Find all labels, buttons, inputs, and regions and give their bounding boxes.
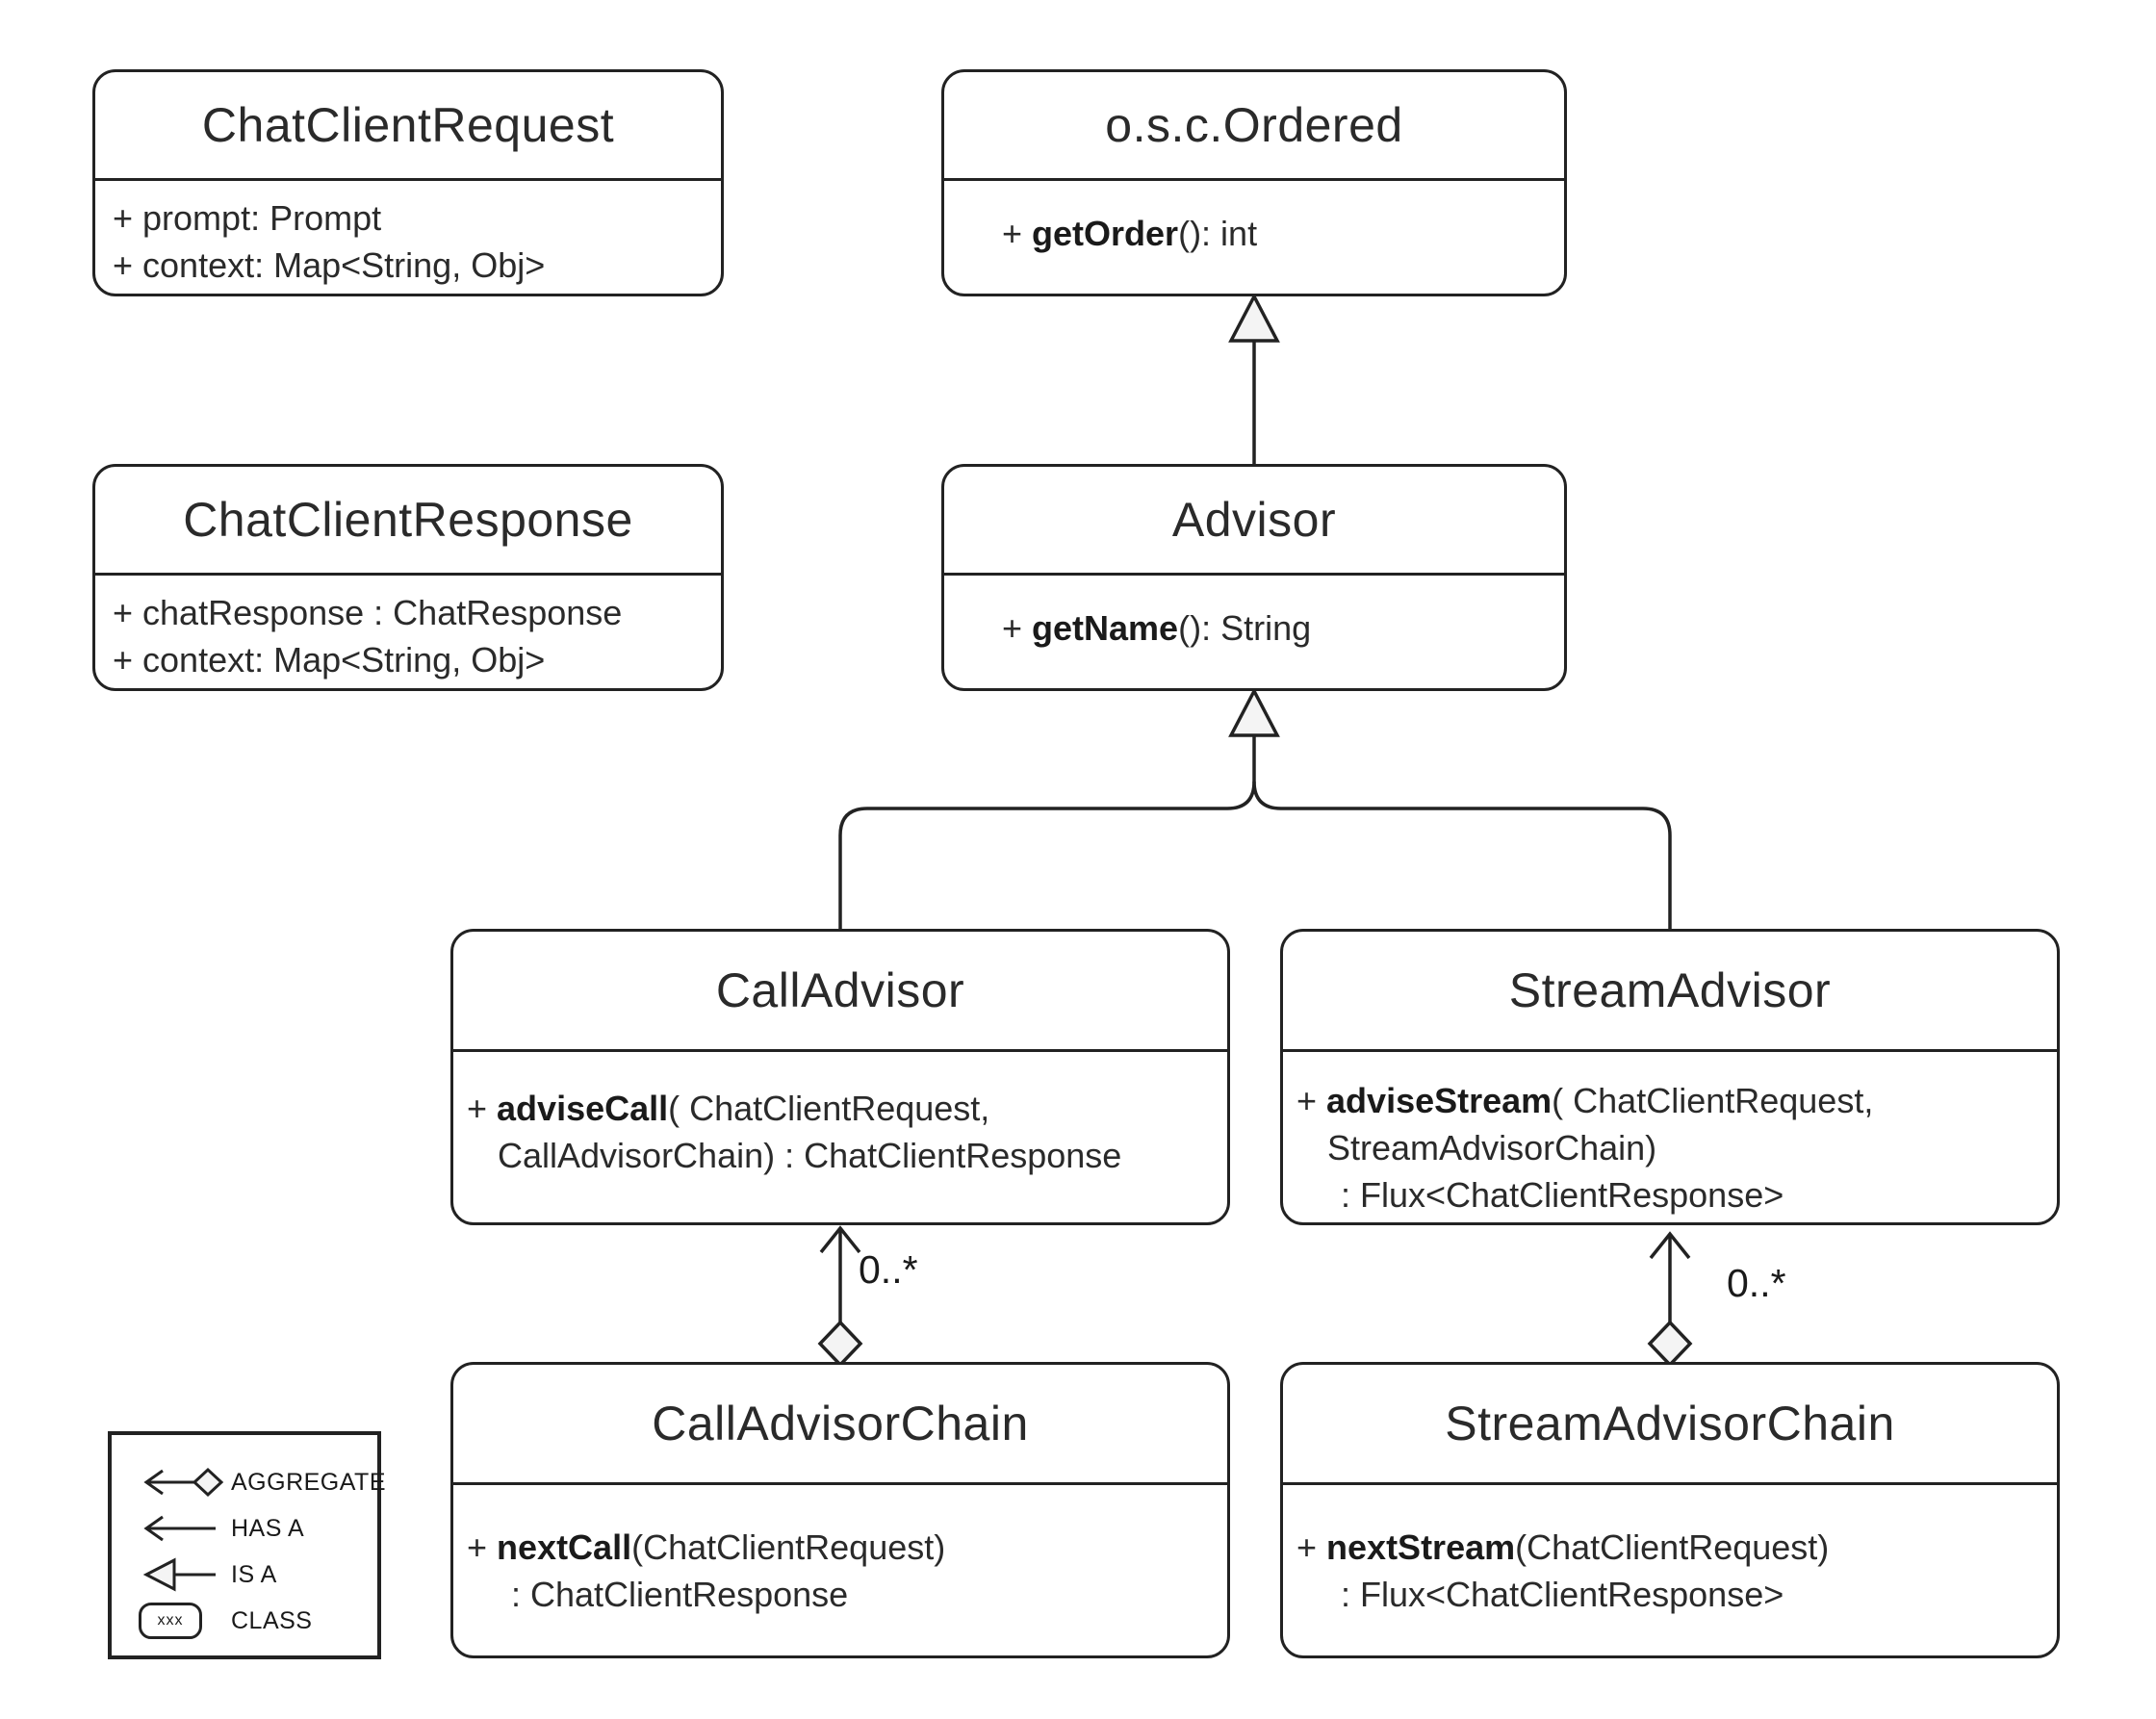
method-suffix: (): String [1178,608,1312,648]
class-methods: + nextStream(ChatClientRequest) : Flux<C… [1283,1485,2057,1618]
aggregation-streamadvisorchain-to-streamadvisor [1647,1231,1693,1368]
fork-branch-right [1252,781,1672,929]
method-prefix: + [467,1527,498,1567]
method-name: getName [1032,608,1179,648]
class-methods: + nextCall(ChatClientRequest) : ChatClie… [453,1485,1227,1618]
class-methods: + getOrder(): int [944,181,1564,257]
class-title: ChatClientResponse [95,467,721,576]
class-box-advisor: Advisor + getName(): String [941,464,1567,691]
method-line: + nextCall(ChatClientRequest) [467,1524,1214,1571]
has-a-arrow-icon [139,1507,231,1550]
method-line: + adviseStream( ChatClientRequest, [1296,1077,2043,1124]
aggregate-diamond-icon [1647,1320,1693,1368]
class-attributes: + chatResponse : ChatResponse + context:… [95,576,721,683]
method-line-continuation: : Flux<ChatClientResponse> [1341,1575,1784,1614]
legend-row-class: xxx CLASS [139,1598,377,1644]
aggregate-arrow-icon [139,1461,231,1503]
method-line: + adviseCall( ChatClientRequest, [467,1085,1214,1132]
class-box-streamadvisorchain: StreamAdvisorChain + nextStream(ChatClie… [1280,1362,2060,1658]
attribute-line: + context: Map<String, Obj> [113,640,546,680]
class-title: CallAdvisor [453,932,1227,1052]
legend-class-symbol-text: xxx [157,1612,184,1629]
is-a-triangle-icon [1228,293,1280,343]
class-title: StreamAdvisorChain [1283,1365,2057,1485]
method-prefix: + [1002,214,1033,253]
legend-row-is-a: IS A [139,1552,377,1598]
class-title: ChatClientRequest [95,72,721,181]
legend-label: IS A [231,1560,277,1588]
method-line-continuation: StreamAdvisorChain) [1327,1128,1657,1167]
class-methods: + getName(): String [944,576,1564,652]
attribute-line: + prompt: Prompt [113,198,382,238]
multiplicity-label-call: 0..* [859,1247,918,1292]
legend-label: HAS A [231,1514,305,1542]
class-box-ordered: o.s.c.Ordered + getOrder(): int [941,69,1567,296]
attribute-line: + chatResponse : ChatResponse [113,593,623,632]
method-prefix: + [1296,1081,1327,1120]
class-box-icon: xxx [139,1603,231,1639]
legend-label: CLASS [231,1606,313,1634]
legend-row-aggregate: AGGREGATE [139,1459,386,1505]
aggregate-diamond-icon [817,1320,863,1368]
method-prefix: + [1296,1527,1327,1567]
fork-branch-left [838,735,1256,929]
method-name: nextStream [1326,1527,1516,1567]
class-box-chatclientresponse: ChatClientResponse + chatResponse : Chat… [92,464,724,691]
method-suffix: (ChatClientRequest) [631,1527,946,1567]
method-prefix: + [467,1089,498,1128]
class-attributes: + prompt: Prompt + context: Map<String, … [95,181,721,289]
legend-row-has-a: HAS A [139,1505,377,1552]
class-title: o.s.c.Ordered [944,72,1564,181]
method-prefix: + [1002,608,1033,648]
method-suffix: ( ChatClientRequest, [1552,1081,1874,1120]
class-title: CallAdvisorChain [453,1365,1227,1485]
is-a-arrow-advisor-to-ordered [1228,293,1280,464]
method-line-continuation: CallAdvisorChain) : ChatClientResponse [498,1136,1122,1175]
method-line-continuation: : Flux<ChatClientResponse> [1341,1175,1784,1215]
is-a-arrow-icon [139,1553,231,1596]
class-box-chatclientrequest: ChatClientRequest + prompt: Prompt + con… [92,69,724,296]
method-name: nextCall [497,1527,632,1567]
method-suffix: (): int [1178,214,1258,253]
class-methods: + adviseCall( ChatClientRequest, CallAdv… [453,1052,1227,1179]
legend-label: AGGREGATE [231,1468,387,1496]
legend: AGGREGATE HAS A IS A xxx [108,1431,386,1659]
is-a-fork-advisors [838,687,1672,929]
method-name: adviseCall [497,1089,669,1128]
method-line: + getName(): String [1002,604,1547,652]
class-title: StreamAdvisor [1283,932,2057,1052]
class-box-calladvisorchain: CallAdvisorChain + nextCall(ChatClientRe… [450,1362,1230,1658]
method-suffix: ( ChatClientRequest, [668,1089,990,1128]
method-line: + getOrder(): int [1002,210,1547,257]
multiplicity-label-stream: 0..* [1727,1261,1786,1305]
method-suffix: (ChatClientRequest) [1515,1527,1830,1567]
method-name: getOrder [1032,214,1179,253]
class-box-calladvisor: CallAdvisor + adviseCall( ChatClientRequ… [450,929,1230,1225]
aggregation-calladvisorchain-to-calladvisor [817,1225,863,1368]
attribute-line: + context: Map<String, Obj> [113,245,546,285]
method-line: + nextStream(ChatClientRequest) [1296,1524,2043,1571]
method-name: adviseStream [1326,1081,1553,1120]
class-title: Advisor [944,467,1564,576]
method-line-continuation: : ChatClientResponse [511,1575,849,1614]
class-box-streamadvisor: StreamAdvisor + adviseStream( ChatClient… [1280,929,2060,1225]
class-methods: + adviseStream( ChatClientRequest, Strea… [1283,1052,2057,1219]
is-a-triangle-icon [1228,687,1280,737]
